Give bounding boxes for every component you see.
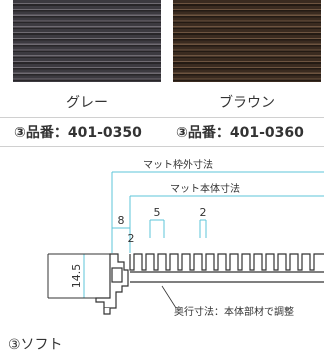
outer-size-label: マット枠外寸法 <box>143 158 213 171</box>
brown-product-code: ③品番：401-0360 <box>176 125 304 141</box>
dim-14-5-label: 14.5 <box>70 264 83 289</box>
depth-callout-line <box>161 285 177 309</box>
color-swatches: グレー ブラウン <box>0 0 324 128</box>
soft-mat-profile <box>129 253 324 283</box>
grey-product-code: ③品番：401-0350 <box>14 125 142 141</box>
dim-2-label-top: 2 <box>200 206 207 219</box>
grey-label: グレー <box>66 95 108 111</box>
grey-swatch-image <box>13 0 161 82</box>
product-type-caption: ③ソフト <box>8 337 63 353</box>
dim-5-label: 5 <box>154 206 161 219</box>
brown-label: ブラウン <box>219 95 275 111</box>
depth-note: 奥行寸法：本体部材で調整 <box>174 305 294 318</box>
brown-swatch-image <box>173 0 321 82</box>
dim-2-label-side: 2 <box>128 232 135 245</box>
divider-top <box>0 117 324 118</box>
dim-8-label: 8 <box>118 214 125 227</box>
cross-section-diagram: マット枠外寸法 マット本体寸法 8 5 2 2 14.5 奥行寸法：本体部材で調… <box>47 158 324 318</box>
body-size-label: マット本体寸法 <box>170 182 240 195</box>
divider-bottom <box>0 146 324 147</box>
frame-profile <box>95 253 129 315</box>
